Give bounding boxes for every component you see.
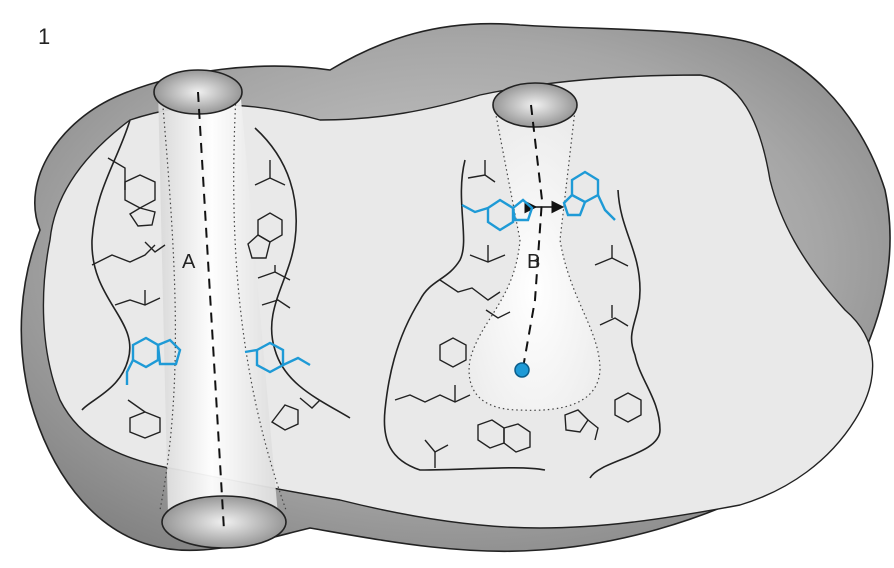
ring-residue bbox=[614, 392, 642, 423]
ring-residue bbox=[270, 404, 299, 431]
ring-residue bbox=[129, 411, 161, 439]
channel-a-tunnel bbox=[158, 88, 278, 515]
ring-residue bbox=[439, 337, 467, 368]
channel-b-label: B bbox=[527, 251, 540, 273]
channel-a: A bbox=[153, 69, 287, 549]
tunnel-b-left-wall bbox=[383, 159, 546, 471]
highlight-ring bbox=[486, 198, 515, 232]
channel-b: B bbox=[468, 82, 601, 411]
ring-residue bbox=[247, 234, 271, 259]
side-chain bbox=[485, 309, 511, 319]
ring-residue bbox=[503, 423, 531, 453]
highlight-link bbox=[461, 203, 489, 214]
tunnel-a-walls bbox=[81, 119, 351, 419]
ligand-dot bbox=[514, 362, 530, 378]
side-chain bbox=[587, 419, 599, 441]
channel-a-path bbox=[197, 91, 225, 531]
highlighted-residues bbox=[125, 170, 616, 385]
side-chain bbox=[394, 394, 471, 403]
tunnel-b-right-wall bbox=[589, 189, 661, 479]
highlight-link bbox=[125, 359, 135, 385]
highlight-link bbox=[244, 348, 311, 367]
side-chain bbox=[91, 244, 156, 266]
channel-b-opening bbox=[492, 82, 578, 128]
ring-residue bbox=[564, 409, 589, 433]
ring-residue bbox=[129, 207, 156, 227]
side-chain bbox=[127, 399, 146, 413]
channel-b-pocket bbox=[468, 109, 601, 411]
side-chains bbox=[91, 157, 642, 468]
tunnel-a-left-wall bbox=[81, 119, 131, 411]
side-chain bbox=[439, 279, 501, 301]
tunnel-b-walls bbox=[383, 159, 661, 479]
side-chain bbox=[599, 317, 629, 327]
highlight-link bbox=[596, 194, 616, 221]
side-chain bbox=[261, 299, 291, 309]
side-chain bbox=[144, 241, 166, 253]
channel-b-path bbox=[522, 104, 544, 369]
channel-a-edge-left bbox=[159, 94, 176, 511]
side-chain bbox=[114, 297, 161, 306]
tunnel-a-right-wall bbox=[254, 127, 351, 419]
highlight-ring bbox=[156, 338, 182, 366]
highlight-ring bbox=[511, 198, 534, 222]
channel-a-edge-right bbox=[233, 94, 287, 511]
highlight-ring bbox=[562, 193, 587, 217]
side-chain bbox=[299, 397, 321, 409]
figure-number: 1 bbox=[38, 24, 51, 49]
channel-a-label: A bbox=[182, 251, 196, 273]
